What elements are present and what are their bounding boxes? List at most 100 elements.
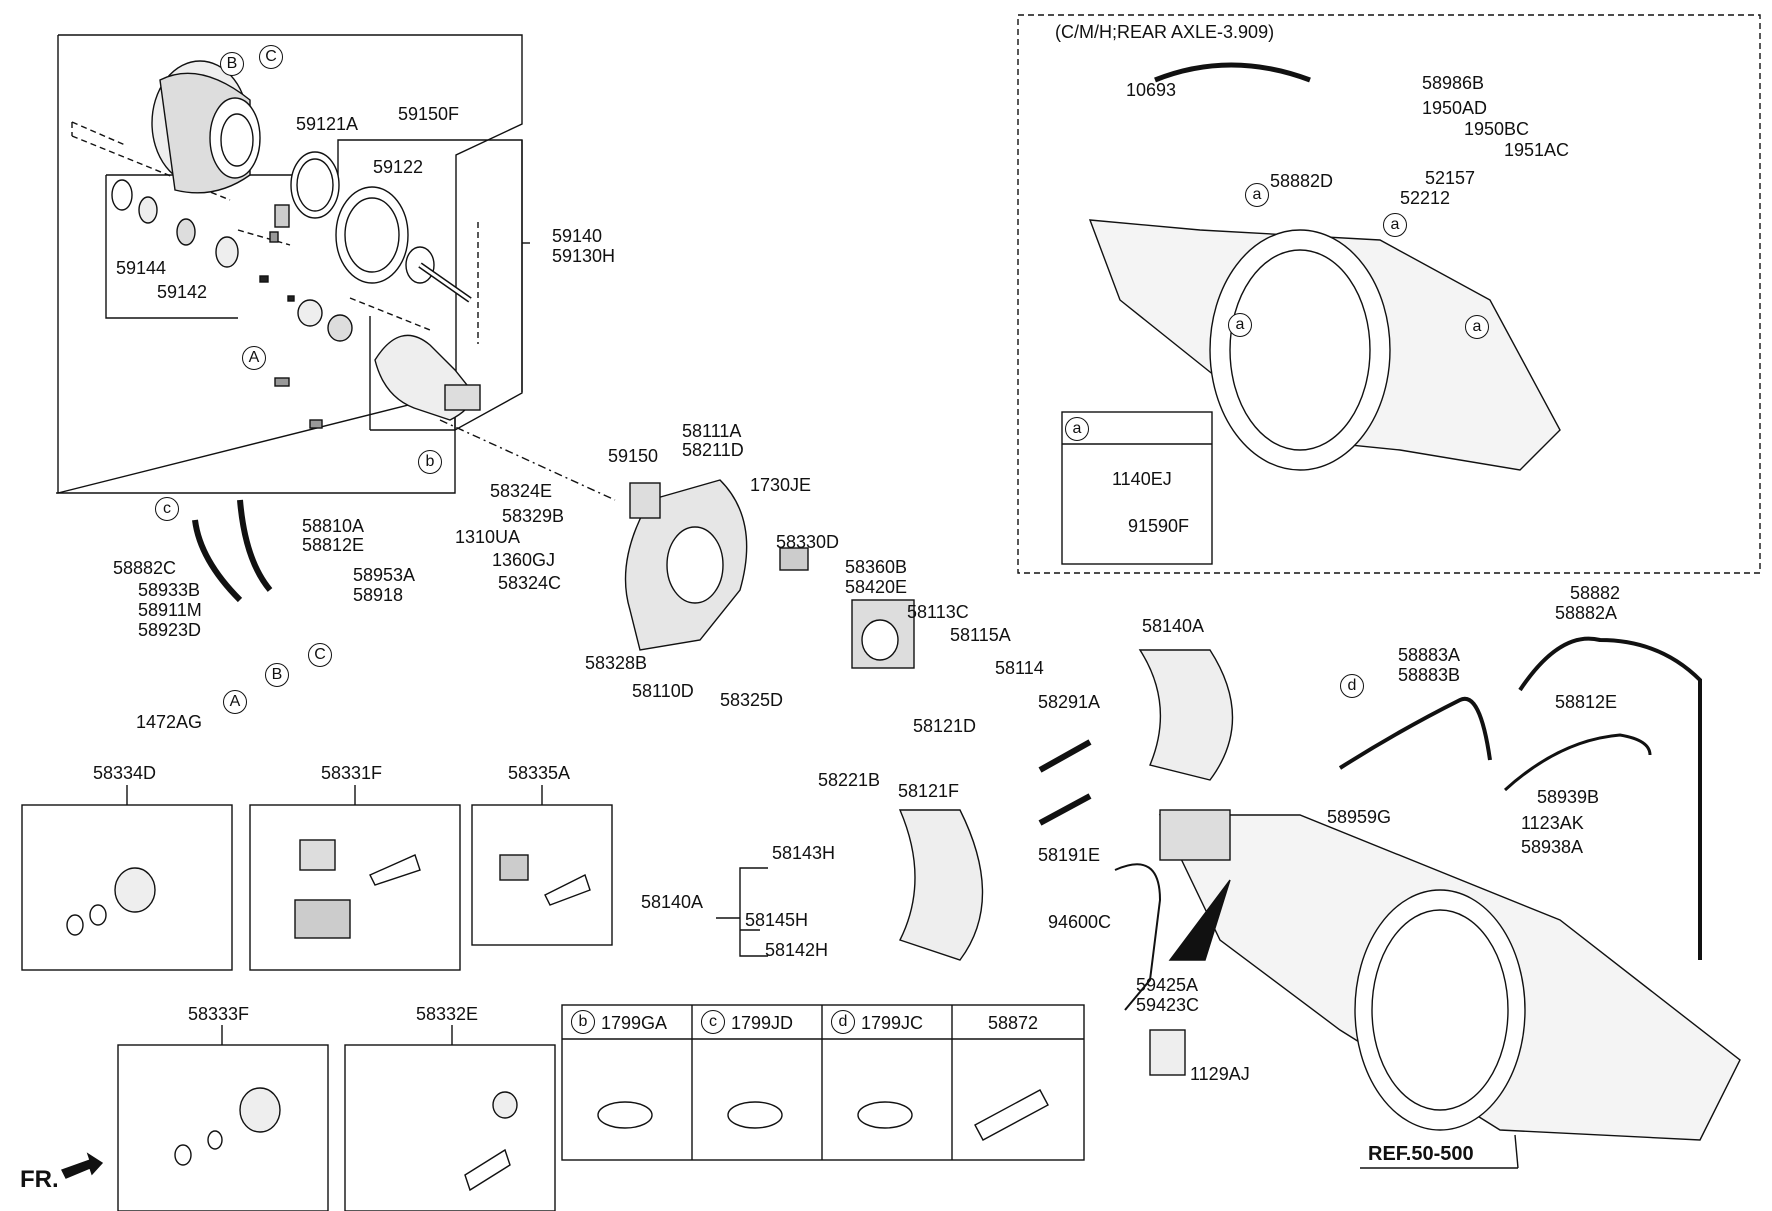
label-59150[interactable]: 59150 — [608, 446, 659, 466]
ref-label[interactable]: REF.50-500 — [1368, 1143, 1474, 1165]
label-91590F[interactable]: 91590F — [1128, 516, 1190, 536]
label-1951AC[interactable]: 1951AC — [1504, 140, 1570, 160]
marker-a-legend: a — [1065, 417, 1089, 441]
label-1310UA[interactable]: 1310UA — [455, 527, 521, 547]
label-58882[interactable]: 58882 — [1570, 583, 1621, 603]
label-58360B[interactable]: 58360B — [845, 557, 908, 577]
label-58121F[interactable]: 58121F — [898, 781, 960, 801]
label-58114[interactable]: 58114 — [995, 658, 1044, 678]
inset-title: (C/M/H;REAR AXLE-3.909) — [1055, 22, 1275, 42]
label-59423C[interactable]: 59423C — [1136, 995, 1200, 1015]
label-59142[interactable]: 59142 — [157, 282, 208, 302]
legend-marker-c: c — [701, 1010, 725, 1034]
label-58939B[interactable]: 58939B — [1537, 787, 1600, 807]
label-59130H[interactable]: 59130H — [552, 246, 616, 266]
label-59140[interactable]: 59140 — [552, 226, 603, 246]
label-58143H[interactable]: 58143H — [772, 843, 836, 863]
label-1123AK[interactable]: 1123AK — [1521, 813, 1584, 833]
label-52212[interactable]: 52212 — [1400, 188, 1451, 208]
label-kit-58334D[interactable]: 58334D — [93, 763, 157, 783]
marker-B-mid: B — [265, 663, 289, 687]
legend-marker-b: b — [571, 1010, 595, 1034]
label-kit-58331F[interactable]: 58331F — [321, 763, 383, 783]
marker-c-left: c — [155, 497, 179, 521]
label-1730JE[interactable]: 1730JE — [750, 475, 812, 495]
inset-legend-box — [1061, 411, 1213, 565]
label-52157[interactable]: 52157 — [1425, 168, 1476, 188]
marker-b-top: b — [418, 450, 442, 474]
marker-A-mid: A — [223, 690, 247, 714]
label-58918[interactable]: 58918 — [353, 585, 404, 605]
label-58142H[interactable]: 58142H — [765, 940, 829, 960]
label-1472AG[interactable]: 1472AG — [136, 712, 203, 732]
legend-part-1799JC[interactable]: 1799JC — [861, 1013, 924, 1033]
label-58883B[interactable]: 58883B — [1398, 665, 1461, 685]
label-59144[interactable]: 59144 — [116, 258, 167, 278]
label-59122[interactable]: 59122 — [373, 157, 424, 177]
label-58291A[interactable]: 58291A — [1038, 692, 1101, 712]
label-58911M[interactable]: 58911M — [138, 600, 202, 620]
label-59150F[interactable]: 59150F — [398, 104, 460, 124]
label-kit-58332E[interactable]: 58332E — [416, 1004, 479, 1024]
label-1950BC[interactable]: 1950BC — [1464, 119, 1530, 139]
marker-B-top: B — [220, 52, 244, 76]
label-10693[interactable]: 10693 — [1126, 80, 1177, 100]
label-58882C[interactable]: 58882C — [113, 558, 177, 578]
label-58812E[interactable]: 58812E — [302, 535, 365, 555]
label-58812E-right[interactable]: 58812E — [1555, 692, 1618, 712]
label-1129AJ[interactable]: 1129AJ — [1190, 1064, 1250, 1084]
fr-label: FR. — [20, 1166, 59, 1193]
label-58325D[interactable]: 58325D — [720, 690, 784, 710]
label-58328B[interactable]: 58328B — [585, 653, 648, 673]
label-1140EJ[interactable]: 1140EJ — [1112, 469, 1172, 489]
label-58810A[interactable]: 58810A — [302, 516, 365, 536]
label-58324E[interactable]: 58324E — [490, 481, 553, 501]
label-58113C[interactable]: 58113C — [907, 602, 969, 622]
label-58420E[interactable]: 58420E — [845, 577, 908, 597]
label-1950AD[interactable]: 1950AD — [1422, 98, 1488, 118]
label-58329B[interactable]: 58329B — [502, 506, 565, 526]
label-58959G[interactable]: 58959G — [1327, 807, 1392, 827]
label-58145H[interactable]: 58145H — [745, 910, 809, 930]
legend-part-58872[interactable]: 58872 — [988, 1013, 1039, 1033]
label-58140A[interactable]: 58140A — [641, 892, 704, 912]
label-1360GJ[interactable]: 1360GJ — [492, 550, 556, 570]
label-58923D[interactable]: 58923D — [138, 620, 202, 640]
label-kit-58335A[interactable]: 58335A — [508, 763, 571, 783]
label-58115A[interactable]: 58115A — [950, 625, 1011, 645]
marker-a-4: a — [1465, 315, 1489, 339]
label-59121A[interactable]: 59121A — [296, 114, 359, 134]
kit-box-58333F — [117, 1044, 329, 1211]
label-58324C[interactable]: 58324C — [498, 573, 562, 593]
legend-part-1799JD[interactable]: 1799JD — [731, 1013, 794, 1033]
label-58938A[interactable]: 58938A — [1521, 837, 1584, 857]
marker-a-1: a — [1245, 183, 1269, 207]
label-58883A[interactable]: 58883A — [1398, 645, 1461, 665]
label-58110D[interactable]: 58110D — [632, 681, 694, 701]
label-59425A[interactable]: 59425A — [1136, 975, 1199, 995]
legend-part-1799GA[interactable]: 1799GA — [601, 1013, 668, 1033]
label-58221B[interactable]: 58221B — [818, 770, 881, 790]
inset-frame — [1017, 14, 1761, 574]
legend-marker-d: d — [831, 1010, 855, 1034]
kit-box-58332E — [344, 1044, 556, 1211]
label-58986B[interactable]: 58986B — [1422, 73, 1485, 93]
marker-C-top: C — [259, 45, 283, 69]
label-58882A[interactable]: 58882A — [1555, 603, 1618, 623]
label-58111A[interactable]: 58111A — [682, 421, 742, 441]
label-58953A[interactable]: 58953A — [353, 565, 416, 585]
label-58121D[interactable]: 58121D — [913, 716, 977, 736]
label-kit-58333F[interactable]: 58333F — [188, 1004, 250, 1024]
label-58933B[interactable]: 58933B — [138, 580, 201, 600]
label-58211D[interactable]: 58211D — [682, 440, 744, 460]
label-58191E[interactable]: 58191E — [1038, 845, 1101, 865]
label-58882D[interactable]: 58882D — [1270, 171, 1334, 191]
marker-C-mid: C — [308, 643, 332, 667]
marker-a-2: a — [1383, 213, 1407, 237]
legend-table — [561, 1004, 1085, 1161]
marker-A-top: A — [242, 346, 266, 370]
label-58140A-shoe[interactable]: 58140A — [1142, 616, 1205, 636]
label-58330D[interactable]: 58330D — [776, 532, 840, 552]
label-94600C[interactable]: 94600C — [1048, 912, 1112, 932]
